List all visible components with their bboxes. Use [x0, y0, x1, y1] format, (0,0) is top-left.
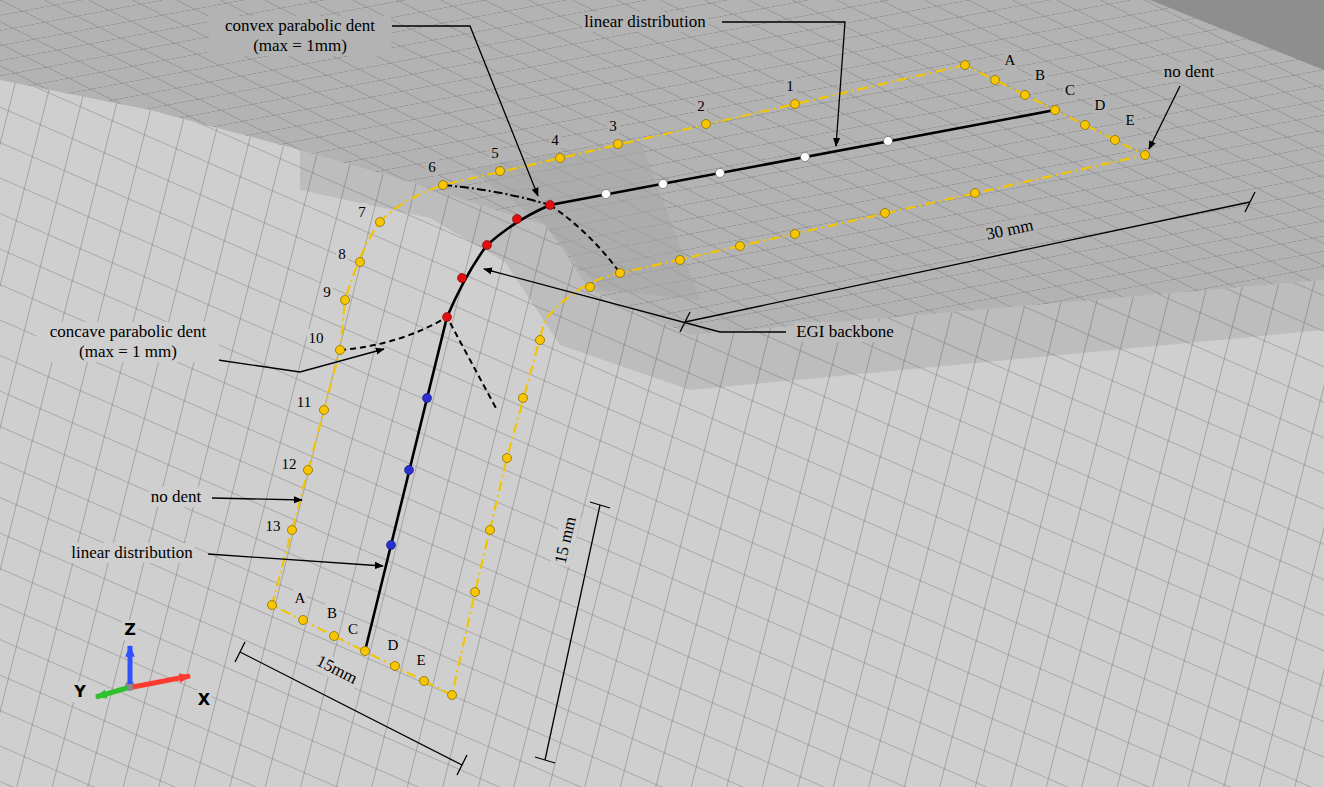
callout-label: EGI backbone [794, 322, 896, 342]
point-letter: A [1003, 51, 1018, 69]
callout-number: 4 [549, 131, 561, 149]
callout-number: 13 [264, 517, 283, 535]
point-letter: D [386, 636, 401, 654]
callout-number: 6 [426, 158, 438, 176]
callout-number: 11 [295, 393, 313, 411]
point-letter: E [414, 651, 427, 669]
point-letter: D [1093, 96, 1108, 114]
point-letter: C [1063, 81, 1077, 99]
callout-label: linear distribution [582, 12, 707, 32]
callout-number: 3 [607, 117, 619, 135]
callout-number: 12 [280, 455, 299, 473]
callout-number: 10 [307, 329, 326, 347]
axis-label: Y [72, 682, 88, 701]
point-letter: C [346, 620, 360, 638]
callout-number: 9 [321, 283, 333, 301]
callout-number: 2 [695, 97, 707, 115]
callout-number: 7 [356, 203, 368, 221]
callout-label: no dent [149, 487, 204, 507]
axis-label: X [196, 690, 212, 709]
callout-number: 8 [336, 245, 348, 263]
callout-label: no dent [1162, 62, 1217, 82]
callout-label: convex parabolic dent (max = 1mm) [209, 16, 391, 57]
point-letter: B [325, 604, 339, 622]
point-letter: A [293, 589, 308, 607]
axis-label: Z [122, 620, 138, 639]
point-letter: E [1123, 111, 1136, 129]
callout-label: linear distribution [69, 543, 194, 563]
point-letter: B [1033, 66, 1047, 84]
callout-number: 1 [784, 77, 796, 95]
callout-number: 5 [489, 144, 501, 162]
callout-label: concave parabolic dent (max = 1 mm) [37, 322, 219, 363]
